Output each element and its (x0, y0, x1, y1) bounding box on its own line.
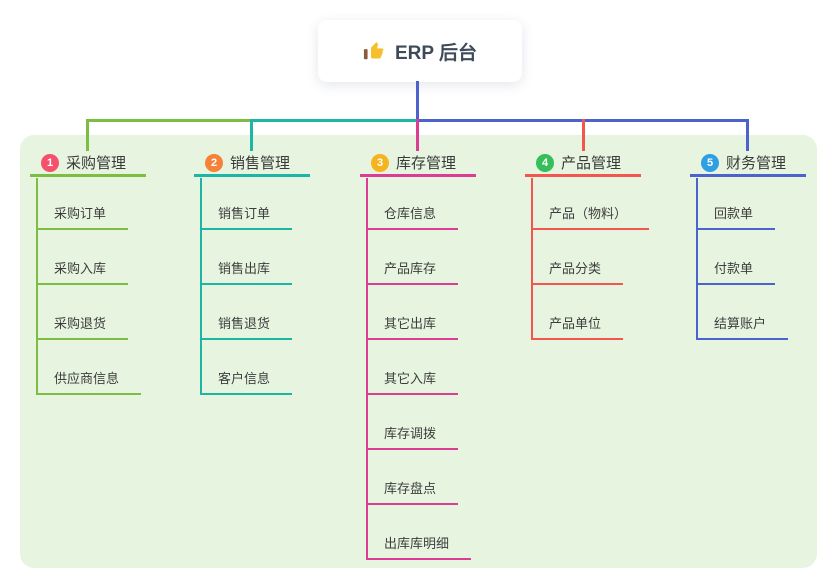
branch-number-badge: 3 (371, 153, 389, 172)
mindmap-node-warehouse-info[interactable]: 仓库信息 (366, 205, 459, 230)
branch-number-badge: 2 (205, 153, 223, 172)
mindmap-node-product-unit[interactable]: 产品单位 (531, 315, 624, 340)
mindmap-node-purchase-return[interactable]: 采购退货 (36, 315, 129, 340)
mindmap-node-other-inbound[interactable]: 其它入库 (366, 370, 459, 395)
connector-drop-branch-1 (86, 119, 89, 151)
connector-drop-branch-2 (250, 119, 253, 151)
branch-label: 产品管理 (561, 155, 622, 172)
branch-label: 财务管理 (726, 155, 787, 172)
mindmap-node-outbound-detail[interactable]: 出库库明细 (366, 535, 472, 560)
branch-label: 采购管理 (66, 155, 127, 172)
thumbs-up-icon (363, 40, 385, 62)
branch-number-badge: 4 (536, 153, 554, 172)
mindmap-node-payment-bill[interactable]: 付款单 (696, 260, 776, 285)
trunk-branch-4 (531, 178, 533, 340)
mindmap-node-sales-outbound[interactable]: 销售出库 (200, 260, 293, 285)
mindmap-node-stock-taking[interactable]: 库存盘点 (366, 480, 459, 505)
connector-root-drop (416, 81, 419, 120)
branch-header-purchase[interactable]: 1 采购管理 (30, 151, 146, 177)
connector-drop-branch-5 (746, 119, 749, 151)
connector-bus-teal (252, 119, 419, 122)
trunk-branch-3 (366, 178, 368, 560)
branch-header-inventory[interactable]: 3 库存管理 (360, 151, 476, 177)
branch-label: 销售管理 (230, 155, 291, 172)
mindmap-node-supplier-info[interactable]: 供应商信息 (36, 370, 142, 395)
mindmap-node-stock-transfer[interactable]: 库存调拨 (366, 425, 459, 450)
mindmap-node-purchase-order[interactable]: 采购订单 (36, 205, 129, 230)
branch-header-product[interactable]: 4 产品管理 (525, 151, 641, 177)
root-node[interactable]: ERP 后台 (318, 20, 522, 82)
connector-drop-branch-4 (582, 119, 585, 151)
root-label: ERP 后台 (394, 42, 477, 64)
branch-number-badge: 5 (701, 153, 719, 172)
connector-drop-branch-3 (416, 119, 419, 151)
mindmap-node-settlement-account[interactable]: 结算账户 (696, 315, 789, 340)
mindmap-node-product-stock[interactable]: 产品库存 (366, 260, 459, 285)
connector-bus-green (87, 119, 253, 122)
mindmap-node-product-category[interactable]: 产品分类 (531, 260, 624, 285)
branch-header-finance[interactable]: 5 财务管理 (690, 151, 806, 177)
mindmap-panel (20, 135, 817, 568)
mindmap-node-product-material[interactable]: 产品（物料） (531, 205, 650, 230)
branch-label: 库存管理 (396, 155, 457, 172)
trunk-branch-2 (200, 178, 202, 395)
mindmap-node-sales-return[interactable]: 销售退货 (200, 315, 293, 340)
trunk-branch-1 (36, 178, 38, 395)
mindmap-node-other-outbound[interactable]: 其它出库 (366, 315, 459, 340)
mindmap-node-customer-info[interactable]: 客户信息 (200, 370, 293, 395)
branch-number-badge: 1 (41, 153, 59, 172)
mindmap-node-sales-order[interactable]: 销售订单 (200, 205, 293, 230)
mindmap-node-purchase-inbound[interactable]: 采购入库 (36, 260, 129, 285)
trunk-branch-5 (696, 178, 698, 340)
branch-header-sales[interactable]: 2 销售管理 (194, 151, 310, 177)
mindmap-node-receipt-bill[interactable]: 回款单 (696, 205, 776, 230)
